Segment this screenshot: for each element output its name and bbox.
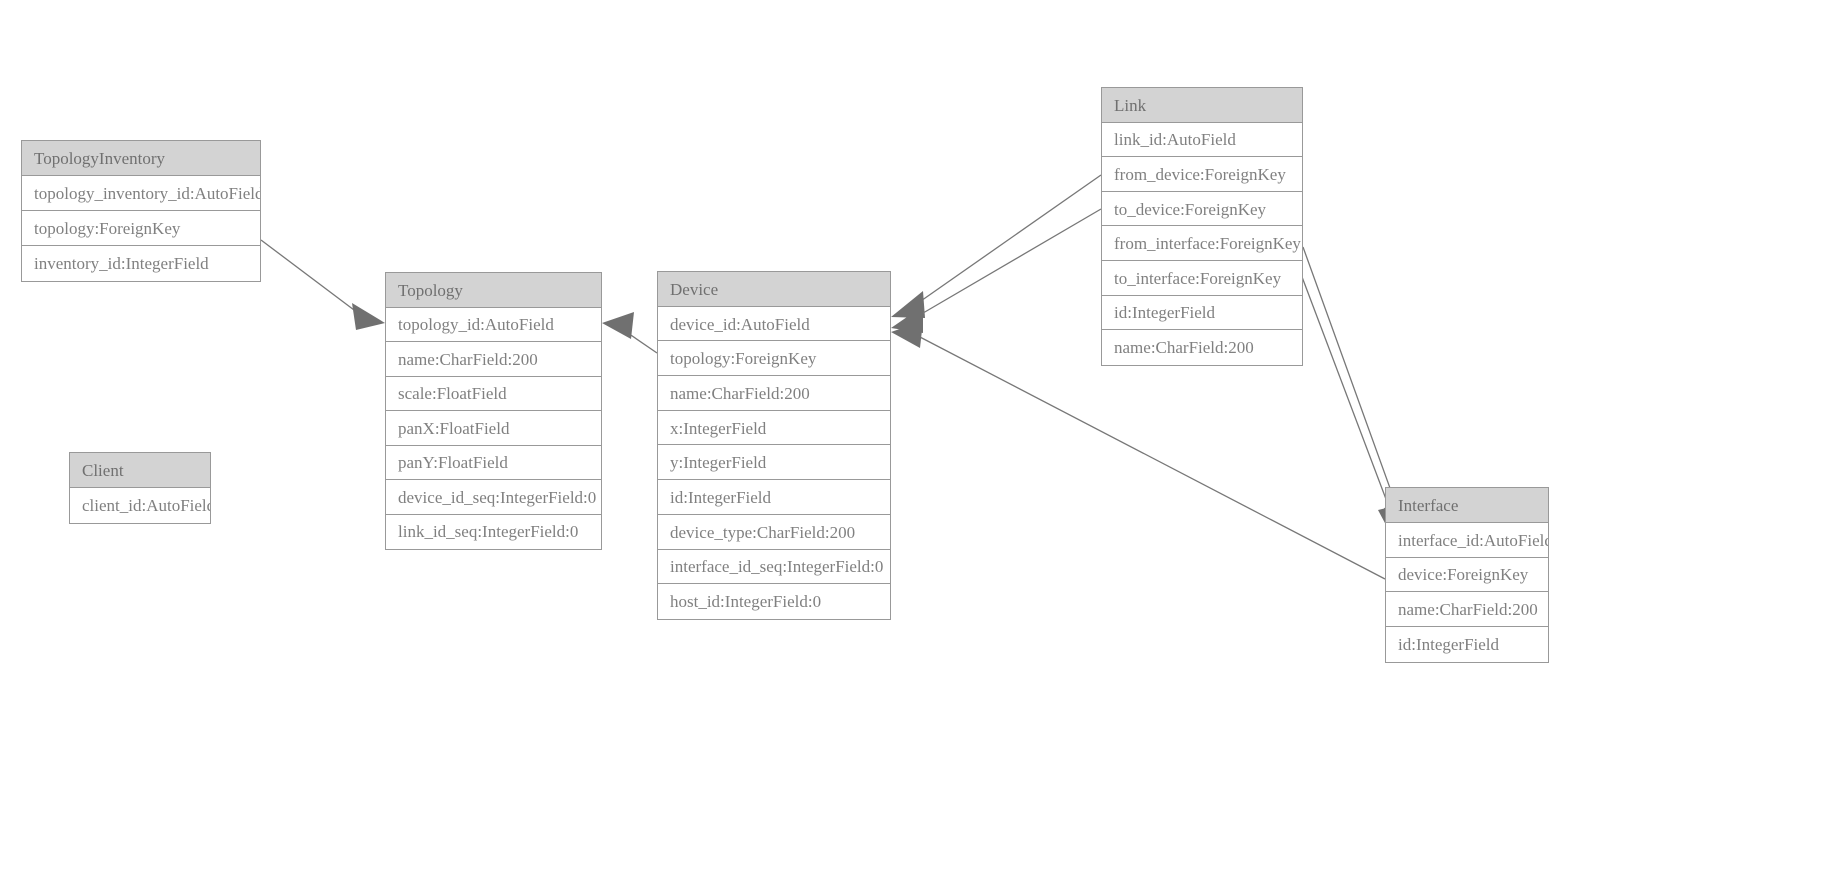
entity-field-device-name: name:CharField:200: [658, 376, 890, 411]
entity-field-topology-topology-id: topology_id:AutoField: [386, 307, 601, 342]
entity-field-topology-inventory-topology: topology:ForeignKey: [22, 211, 260, 246]
entity-field-link-from-device: from_device:ForeignKey: [1102, 157, 1302, 192]
entity-topology[interactable]: Topology topology_id:AutoField name:Char…: [385, 272, 602, 550]
entity-field-interface-interface-id: interface_id:AutoField: [1386, 522, 1548, 558]
entity-interface[interactable]: Interface interface_id:AutoField device:…: [1385, 487, 1549, 663]
entity-field-interface-id: id:IntegerField: [1386, 627, 1548, 662]
entity-field-interface-name: name:CharField:200: [1386, 592, 1548, 628]
entity-field-link-link-id: link_id:AutoField: [1102, 122, 1302, 158]
entity-field-device-id: id:IntegerField: [658, 480, 890, 515]
entity-field-topology-link-id-seq: link_id_seq:IntegerField:0: [386, 514, 601, 549]
entity-field-interface-device: device:ForeignKey: [1386, 557, 1548, 593]
entity-client[interactable]: Client client_id:AutoField: [69, 452, 211, 524]
entity-field-device-host-id: host_id:IntegerField:0: [658, 584, 890, 619]
entity-field-device-device-id: device_id:AutoField: [658, 306, 890, 342]
entity-field-link-to-interface: to_interface:ForeignKey: [1102, 260, 1302, 296]
entity-title-interface: Interface: [1386, 488, 1548, 523]
entity-topology-inventory[interactable]: TopologyInventory topology_inventory_id:…: [21, 140, 261, 282]
entity-title-link: Link: [1102, 88, 1302, 123]
entity-field-device-x: x:IntegerField: [658, 410, 890, 446]
entity-field-client-client-id: client_id:AutoField: [70, 488, 210, 523]
entity-field-topology-pany: panY:FloatField: [386, 445, 601, 480]
entity-field-link-from-interface: from_interface:ForeignKey: [1102, 226, 1302, 261]
entity-title-device: Device: [658, 272, 890, 307]
relationship-topologyinventory-topology: [260, 239, 385, 330]
entity-field-link-to-device: to_device:ForeignKey: [1102, 191, 1302, 227]
entity-field-topology-panx: panX:FloatField: [386, 411, 601, 446]
relationship-device-topology: [602, 312, 658, 354]
entity-field-topology-name: name:CharField:200: [386, 342, 601, 377]
entity-field-topology-inventory-id: topology_inventory_id:AutoField: [22, 176, 260, 211]
entity-link[interactable]: Link link_id:AutoField from_device:Forei…: [1101, 87, 1303, 366]
entity-field-topology-scale: scale:FloatField: [386, 376, 601, 411]
entity-field-device-topology: topology:ForeignKey: [658, 341, 890, 377]
entity-title-topology-inventory: TopologyInventory: [22, 141, 260, 176]
entity-field-link-name: name:CharField:200: [1102, 330, 1302, 365]
entity-title-client: Client: [70, 453, 210, 488]
entity-field-device-device-type: device_type:CharField:200: [658, 514, 890, 550]
entity-title-topology: Topology: [386, 273, 601, 308]
entity-field-device-interface-id-seq: interface_id_seq:IntegerField:0: [658, 549, 890, 585]
relationship-link-todevice-device: [891, 208, 1102, 333]
relationship-link-fromdevice-device: [891, 174, 1102, 318]
entity-field-link-id: id:IntegerField: [1102, 295, 1302, 331]
entity-device[interactable]: Device device_id:AutoField topology:Fore…: [657, 271, 891, 620]
entity-field-topology-inventory-inventory-id: inventory_id:IntegerField: [22, 246, 260, 281]
entity-field-device-y: y:IntegerField: [658, 445, 890, 481]
entity-field-topology-device-id-seq: device_id_seq:IntegerField:0: [386, 480, 601, 515]
